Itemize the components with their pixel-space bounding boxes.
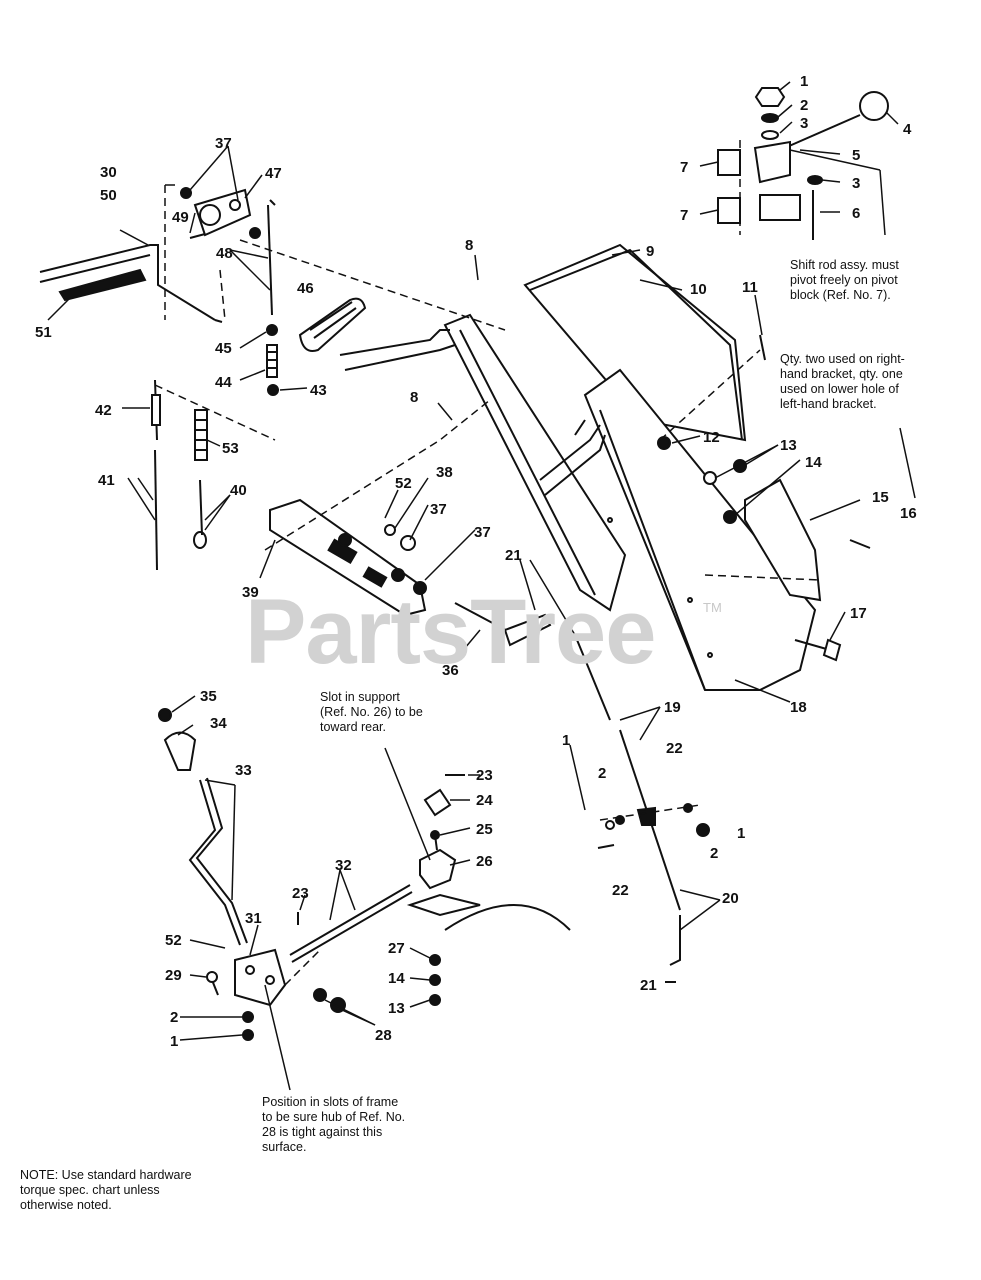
callout-16: 16 [900, 505, 917, 522]
note-bracket-qty: Qty. two used on right- hand bracket, qt… [780, 352, 905, 411]
callout-11: 11 [742, 279, 758, 296]
callout-17: 17 [850, 605, 867, 622]
callout-13: 13 [780, 437, 797, 454]
shift-rod-assembly [717, 87, 889, 240]
callout-7-lower: 7 [680, 207, 688, 224]
callout-21-upper: 21 [505, 547, 522, 564]
callout-45: 45 [215, 340, 232, 357]
callout-2-mid: 2 [598, 765, 606, 782]
leader-lines [47, 81, 916, 1091]
callout-15: 15 [872, 489, 889, 506]
rods-and-springs [151, 199, 506, 571]
callout-2: 2 [800, 97, 808, 114]
callout-14-lower: 14 [388, 970, 405, 987]
callout-8-upper: 8 [465, 237, 473, 254]
callout-44: 44 [215, 374, 232, 391]
callout-52-upper: 52 [395, 475, 412, 492]
callout-22-lower: 22 [612, 882, 629, 899]
callout-53: 53 [222, 440, 239, 457]
callout-14: 14 [805, 454, 822, 471]
callout-35: 35 [200, 688, 217, 705]
linkage-rods [454, 602, 710, 983]
note-torque: NOTE: Use standard hardware torque spec.… [20, 1168, 192, 1212]
callout-51: 51 [35, 324, 52, 341]
callout-6: 6 [852, 205, 860, 222]
callout-1-mid: 1 [562, 732, 570, 749]
callout-43: 43 [310, 382, 327, 399]
callout-7-upper: 7 [680, 159, 688, 176]
control-lever [39, 244, 223, 323]
callout-37-b: 37 [430, 501, 447, 518]
callout-19: 19 [664, 699, 681, 716]
callout-21-lower: 21 [640, 977, 657, 994]
callout-49: 49 [172, 209, 189, 226]
callout-labels: 1 2 3 4 5 3 6 7 7 8 9 10 11 12 13 14 15 … [35, 73, 917, 1050]
callout-34: 34 [210, 715, 227, 732]
callout-42: 42 [95, 402, 112, 419]
callout-38: 38 [436, 464, 453, 481]
callout-25: 25 [476, 821, 493, 838]
callout-23: 23 [476, 767, 493, 784]
callout-3-lower: 3 [852, 175, 860, 192]
pivot-bracket [164, 184, 261, 320]
watermark-trademark: TM [703, 600, 722, 615]
callout-1-lower: 1 [170, 1033, 178, 1050]
callout-41: 41 [98, 472, 115, 489]
shift-plate [264, 399, 491, 617]
callout-1-right: 1 [737, 825, 745, 842]
callout-9: 9 [646, 243, 654, 260]
callout-40: 40 [230, 482, 247, 499]
callout-12: 12 [703, 429, 720, 446]
callout-23-lower: 23 [292, 885, 309, 902]
callout-52-lower: 52 [165, 932, 182, 949]
shift-lever-assembly [158, 708, 346, 1041]
callout-26: 26 [476, 853, 493, 870]
note-position-slots: Position in slots of frame to be sure hu… [262, 1095, 406, 1154]
hand-grip [298, 297, 367, 352]
note-shift-rod: Shift rod assy. must pivot freely on piv… [790, 258, 899, 302]
callout-8-lower: 8 [410, 389, 418, 406]
callout-29: 29 [165, 967, 182, 984]
callout-33: 33 [235, 762, 252, 779]
note-slot-support: Slot in support (Ref. No. 26) to be towa… [320, 690, 423, 734]
watermark: PartsTree [245, 581, 656, 683]
callout-31: 31 [245, 910, 262, 927]
callout-39: 39 [242, 584, 259, 601]
callout-4: 4 [903, 121, 912, 138]
callout-13-lower: 13 [388, 1000, 405, 1017]
callout-5: 5 [852, 147, 860, 164]
callout-50: 50 [100, 187, 117, 204]
callout-20: 20 [722, 890, 739, 907]
callout-28: 28 [375, 1027, 392, 1044]
callout-48: 48 [216, 245, 233, 262]
callout-24: 24 [476, 792, 493, 809]
callout-46: 46 [297, 280, 314, 297]
callout-37-c: 37 [474, 524, 491, 541]
callout-36: 36 [442, 662, 459, 679]
callout-2-lower: 2 [170, 1009, 178, 1026]
callout-3: 3 [800, 115, 808, 132]
side-bracket [657, 334, 871, 662]
callout-10: 10 [690, 281, 707, 298]
callout-18: 18 [790, 699, 807, 716]
callout-32: 32 [335, 857, 352, 874]
callout-30: 30 [100, 164, 117, 181]
callout-1: 1 [800, 73, 808, 90]
handle-frame-assembly [339, 243, 817, 691]
callout-2-right: 2 [710, 845, 718, 862]
lower-support-assembly [289, 774, 571, 1006]
callout-22-upper: 22 [666, 740, 683, 757]
callout-47: 47 [265, 165, 282, 182]
callout-27: 27 [388, 940, 405, 957]
callout-37-a: 37 [215, 135, 232, 152]
